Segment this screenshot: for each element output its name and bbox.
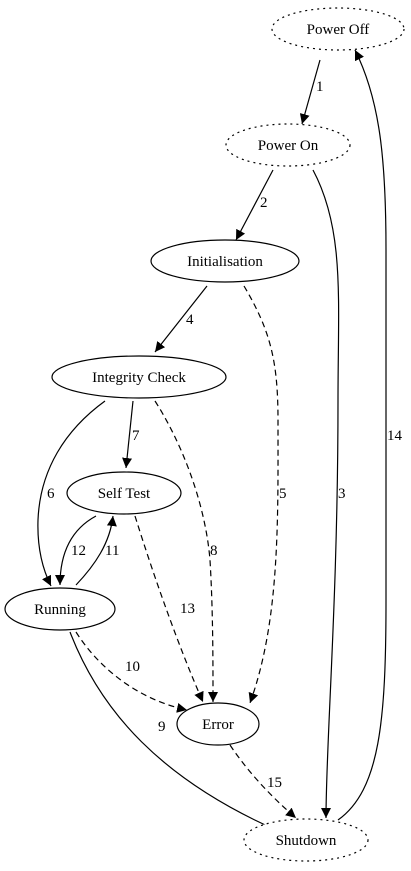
node-label-shutdown: Shutdown <box>276 833 337 849</box>
edge-8 <box>154 400 218 703</box>
node-integrity-check: Integrity Check <box>51 355 227 399</box>
edge-9 <box>69 631 284 834</box>
node-self-test: Self Test <box>66 471 182 515</box>
node-running: Running <box>4 587 116 631</box>
edge-6 <box>37 400 106 587</box>
edge-label-1: 1 <box>316 79 324 95</box>
edge-10 <box>75 631 188 713</box>
edge-2 <box>235 169 274 241</box>
edge-13 <box>134 515 204 703</box>
edge-label-4: 4 <box>186 312 194 328</box>
node-label-power-on: Power On <box>258 138 319 154</box>
node-label-error: Error <box>202 717 234 733</box>
node-error: Error <box>176 702 260 746</box>
edge-7 <box>122 400 134 469</box>
edge-label-14: 14 <box>387 428 403 444</box>
edge-label-8: 8 <box>210 543 218 559</box>
edge-label-5: 5 <box>279 486 287 502</box>
edge-12 <box>55 515 97 586</box>
edge-label-11: 11 <box>105 543 119 559</box>
edge-label-10: 10 <box>125 659 140 675</box>
edge-label-12: 12 <box>71 543 86 559</box>
node-label-self-test: Self Test <box>98 486 151 502</box>
node-shutdown: Shutdown <box>243 818 369 862</box>
node-label-integrity-check: Integrity Check <box>92 370 186 386</box>
edge-3 <box>312 169 340 819</box>
node-label-power-off: Power Off <box>307 22 370 38</box>
edge-5 <box>243 285 279 704</box>
edge-label-7: 7 <box>132 428 140 444</box>
edge-label-3: 3 <box>338 486 346 502</box>
node-power-on: Power On <box>225 123 351 167</box>
edge-4 <box>154 285 208 353</box>
edge-label-15: 15 <box>267 775 282 791</box>
edge-label-2: 2 <box>260 195 268 211</box>
edge-1 <box>299 59 321 125</box>
edge-15 <box>229 744 297 819</box>
node-label-initialisation: Initialisation <box>187 254 263 270</box>
edge-14 <box>337 49 387 821</box>
node-power-off: Power Off <box>271 7 405 51</box>
edge-label-6: 6 <box>47 486 55 502</box>
edge-label-9: 9 <box>158 719 166 735</box>
node-initialisation: Initialisation <box>150 239 300 283</box>
node-label-running: Running <box>34 602 86 618</box>
edge-label-13: 13 <box>180 601 195 617</box>
edge-11 <box>75 515 117 586</box>
